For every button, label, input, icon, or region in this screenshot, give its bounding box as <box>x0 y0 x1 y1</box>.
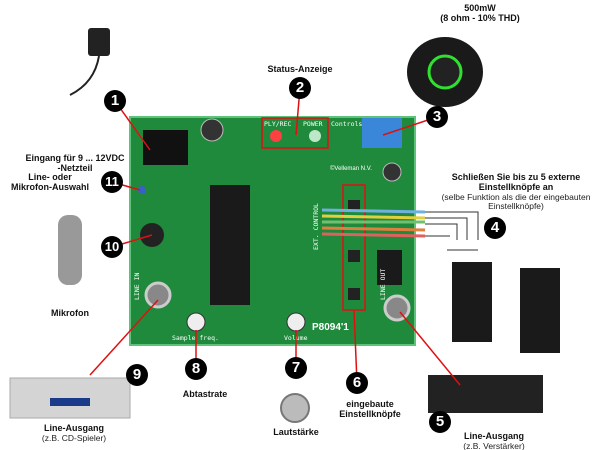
external-label-4: Einstellknöpfe) <box>488 201 544 211</box>
ribbon-wires <box>321 208 426 238</box>
speaker-power-label: 500mW <box>464 3 496 13</box>
marker-3: 3 <box>426 106 448 128</box>
knob-icon <box>280 393 310 423</box>
power-input-label-2: -Netzteil <box>57 163 93 173</box>
volume-pot <box>286 312 306 332</box>
external-label: Schließen Sie bis zu 5 externe <box>451 172 581 182</box>
marker-2: 2 <box>289 77 311 99</box>
line-out-cd-label: Line-Ausgang <box>44 423 104 433</box>
ic-chip <box>210 185 250 305</box>
marker-8: 8 <box>185 358 207 380</box>
line-mic-label-2: Mikrofon-Auswahl <box>11 182 89 192</box>
capacitor <box>200 118 224 142</box>
speaker-terminal <box>362 118 402 148</box>
line-out-cd-sub: (z.B. CD-Spieler) <box>41 433 107 443</box>
marker-10: 10 <box>101 236 123 258</box>
led-red <box>270 130 282 142</box>
board-controls-label: Controls <box>331 120 362 128</box>
marker-6: 6 <box>346 372 368 394</box>
board-power-label: POWER <box>303 120 323 128</box>
cd-display <box>50 398 90 406</box>
button-record <box>348 288 360 300</box>
microphone-label: Mikrofon <box>51 308 89 318</box>
marker-11: 11 <box>101 171 123 193</box>
board-led-label: PLY/REC <box>264 120 291 128</box>
marker-5: 5 <box>429 411 451 433</box>
volume-label: Lautstärke <box>273 427 319 437</box>
external-label-2: Einstellknöpfe an <box>478 182 554 192</box>
small-ic <box>377 250 402 285</box>
capacitor-2 <box>382 162 402 182</box>
button-next <box>348 200 360 212</box>
speaker-ring <box>427 54 463 90</box>
line-out-jack <box>383 294 411 322</box>
speaker-spec-label: (8 ohm - 10% THD) <box>440 13 520 23</box>
adapter-icon <box>88 28 110 56</box>
board-model: P8094'1 <box>312 322 349 333</box>
loudspeaker-right <box>520 268 560 353</box>
status-label: Status-Anzeige <box>267 64 333 74</box>
line-mic-label: Line- oder <box>28 172 72 182</box>
power-jack <box>143 130 188 165</box>
board-line-out-label: LINE OUT <box>379 269 387 300</box>
line-in-jack <box>144 281 172 309</box>
marker-4: 4 <box>484 217 506 239</box>
button-play <box>348 250 360 262</box>
board-ext-control-label: EXT. CONTROL <box>312 203 320 250</box>
line-out-amp-label: Line-Ausgang <box>464 431 524 441</box>
led-power <box>309 130 321 142</box>
sample-rate-label: Abtastrate <box>182 389 228 399</box>
board-line-in-label: LINE IN <box>133 273 141 300</box>
adapter-cable <box>69 55 100 96</box>
external-switches <box>425 211 479 251</box>
power-input-label: Eingang für 9 ... 12VDC <box>25 153 125 163</box>
external-label-3: (selbe Funktion als die der eingebauten <box>441 192 591 202</box>
marker-9: 9 <box>126 364 148 386</box>
marker-1: 1 <box>104 90 126 112</box>
board-brand: ©Velleman N.V. <box>330 165 372 172</box>
loudspeaker-left <box>452 262 492 342</box>
amplifier-icon <box>428 375 543 413</box>
line-out-amp-sub: (z.B. Verstärker) <box>463 441 525 450</box>
microphone-icon <box>58 215 82 285</box>
marker-7: 7 <box>285 357 307 379</box>
builtin-buttons-label-2: Einstellknöpfe <box>339 409 401 419</box>
status-led-box <box>261 117 329 149</box>
builtin-buttons-label: eingebaute <box>346 399 394 409</box>
sample-freq-pot <box>186 312 206 332</box>
jumper <box>138 186 146 194</box>
